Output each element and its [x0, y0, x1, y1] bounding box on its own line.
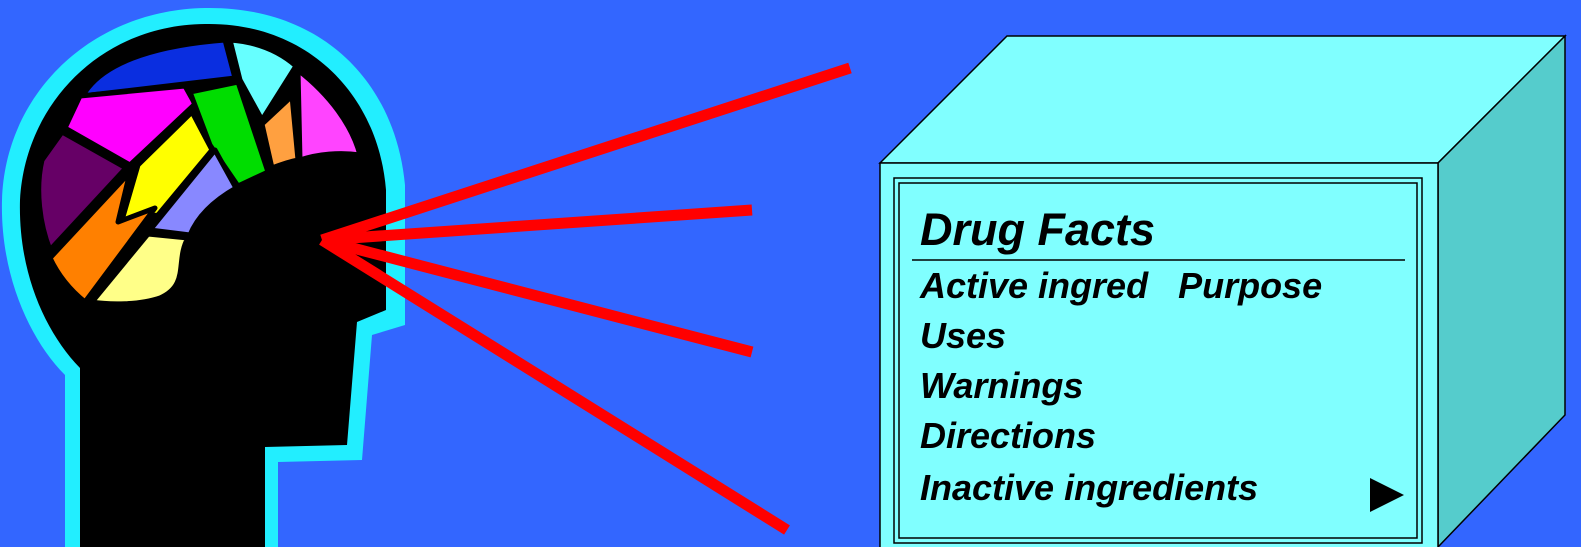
label-section-uses: Uses: [920, 315, 1006, 356]
label-title: Drug Facts: [920, 204, 1155, 255]
label-section-active-ingredients: Active ingred Purpose: [919, 265, 1322, 306]
label-section-inactive-ingredients: Inactive ingredients: [920, 467, 1258, 508]
label-section-warnings: Warnings: [920, 365, 1083, 406]
label-section-directions: Directions: [920, 415, 1096, 456]
